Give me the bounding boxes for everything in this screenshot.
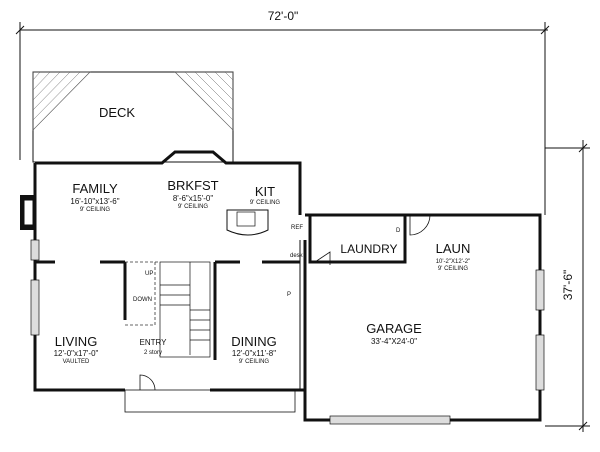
stairs bbox=[159, 261, 211, 358]
room-dining: DINING 12'-0"x11'-8" 9' CEILING bbox=[231, 334, 277, 365]
fireplace bbox=[20, 195, 35, 230]
room-name: LAUN bbox=[436, 241, 471, 256]
depth-dimension: 37'-6" bbox=[561, 270, 575, 301]
width-dimension-line bbox=[15, 22, 550, 215]
room-name: DINING bbox=[231, 334, 277, 349]
room-size: 16'-10"x13'-6" bbox=[70, 197, 119, 206]
deck-label: DECK bbox=[99, 105, 135, 120]
ref-label: REF bbox=[291, 225, 303, 231]
room-laun: LAUN 10'-2"X12'-2" 9' CEILING bbox=[436, 241, 471, 272]
room-size: 33'-4"X24'-0" bbox=[371, 337, 417, 346]
room-name: LAUNDRY bbox=[340, 242, 397, 256]
front-porch bbox=[124, 389, 296, 413]
room-note: 9' CEILING bbox=[80, 207, 110, 213]
room-note: 9' CEILING bbox=[250, 200, 280, 206]
depth-dimension-line bbox=[545, 140, 590, 432]
dryer-label: D bbox=[396, 228, 401, 234]
room-size: 12'-0"x17'-0" bbox=[54, 349, 99, 358]
room-note: 9' CEILING bbox=[178, 204, 208, 210]
room-name: GARAGE bbox=[366, 321, 422, 336]
interior-walls bbox=[35, 240, 301, 390]
room-family: FAMILY 16'-10"x13'-6" 9' CEILING bbox=[70, 181, 119, 213]
pantry-label: P bbox=[287, 292, 291, 298]
room-name: KIT bbox=[255, 184, 275, 199]
room-garage: GARAGE 33'-4"X24'-0" bbox=[366, 321, 422, 346]
room-living: LIVING 12'-0"x17'-0" VAULTED bbox=[54, 334, 99, 365]
room-laundry: LAUNDRY bbox=[340, 242, 397, 256]
kitchen-island bbox=[226, 209, 269, 236]
windows bbox=[30, 239, 545, 425]
room-note: 2 story bbox=[144, 350, 162, 356]
room-note: 9' CEILING bbox=[438, 266, 468, 272]
room-name: FAMILY bbox=[72, 181, 118, 196]
room-note: VAULTED bbox=[63, 359, 90, 365]
stairs-down-label: DOWN bbox=[133, 297, 152, 303]
room-kit: KIT 9' CEILING bbox=[250, 184, 280, 206]
desk-label: desk bbox=[290, 253, 304, 259]
room-brkfst: BRKFST 8'-6"x15'-0" 9' CEILING bbox=[167, 178, 218, 210]
stairs-up-label: UP bbox=[145, 271, 153, 277]
room-name: ENTRY bbox=[140, 338, 168, 347]
room-note: 9' CEILING bbox=[239, 359, 269, 365]
room-name: LIVING bbox=[55, 334, 98, 349]
doors bbox=[139, 214, 431, 391]
room-size: 12'-0"x11'-8" bbox=[232, 349, 276, 358]
room-name: BRKFST bbox=[167, 178, 218, 193]
room-size: 10'-2"X12'-2" bbox=[436, 259, 471, 265]
width-dimension: 72'-0" bbox=[268, 9, 299, 23]
room-entry: ENTRY 2 story bbox=[140, 338, 168, 356]
room-size: 8'-6"x15'-0" bbox=[173, 194, 213, 203]
